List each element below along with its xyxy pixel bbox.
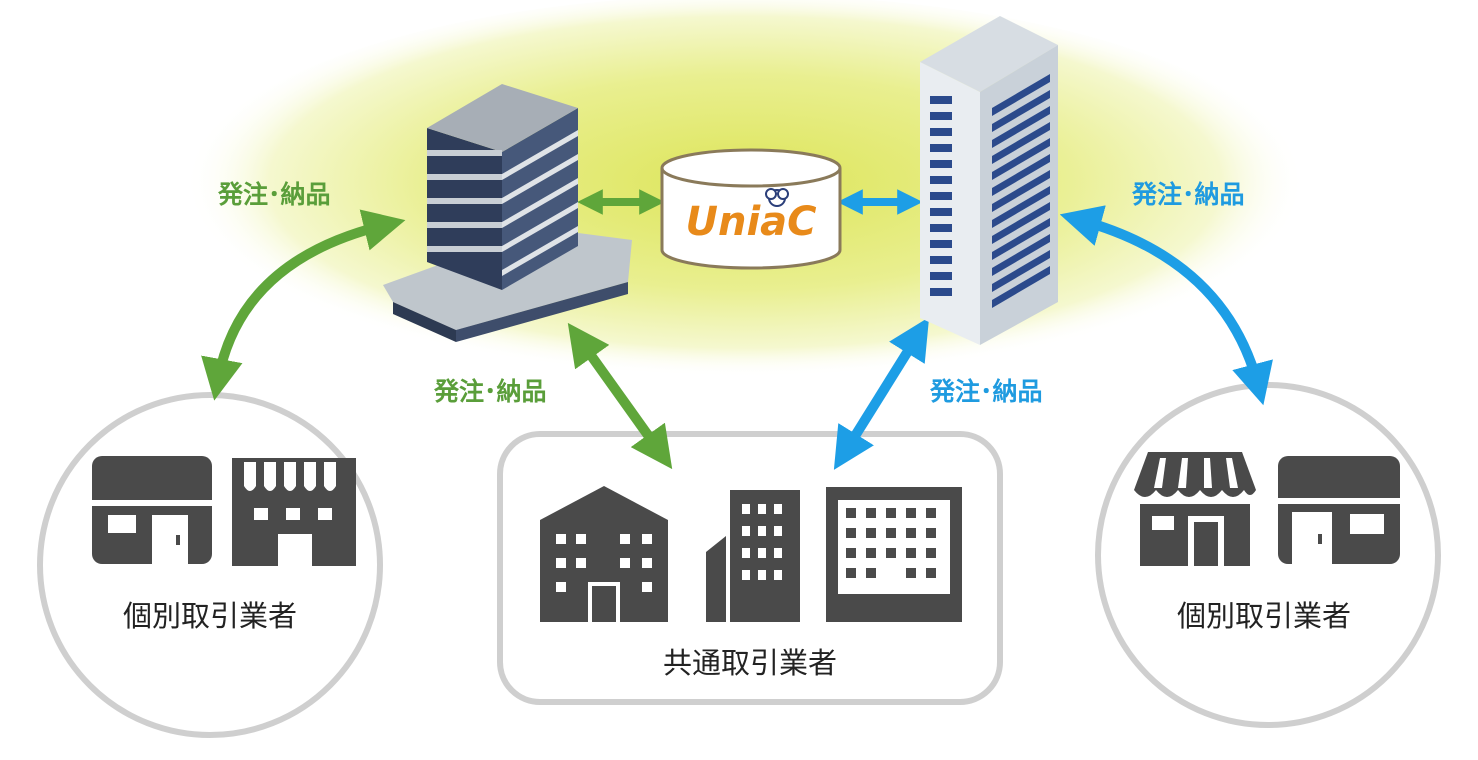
tower-building-icon	[920, 16, 1058, 345]
shop-icon	[1278, 456, 1400, 564]
label-order-delivery-bottom-right: 発注･納品	[929, 377, 1043, 406]
apartment-building-icon	[706, 490, 800, 622]
chef-hat-icon	[765, 188, 789, 207]
house-building-icon	[540, 486, 668, 622]
arrow-left-building-to-center-suppliers	[567, 322, 673, 470]
office-building-icon	[383, 84, 632, 342]
left-supplier-caption: 個別取引業者	[123, 599, 297, 633]
label-order-delivery-top-left: 発注･納品	[217, 180, 331, 209]
right-supplier-caption: 個別取引業者	[1177, 599, 1351, 633]
shop-icon	[92, 456, 212, 564]
label-order-delivery-top-right: 発注･納品	[1131, 180, 1245, 209]
storefront-awning-icon	[1134, 452, 1256, 566]
database-icon: UniaC	[660, 148, 842, 270]
database-logo-text: UniaC	[685, 199, 816, 245]
arrow-right-building-to-center-suppliers	[833, 317, 930, 470]
arrow-right-building-to-right-suppliers	[1059, 205, 1273, 406]
storefront-awning-icon	[232, 458, 356, 566]
arrow-left-building-to-left-suppliers	[201, 209, 406, 401]
center-supplier-caption: 共通取引業者	[663, 646, 837, 680]
label-order-delivery-bottom-left: 発注･納品	[433, 377, 547, 406]
office-block-icon	[826, 487, 962, 622]
